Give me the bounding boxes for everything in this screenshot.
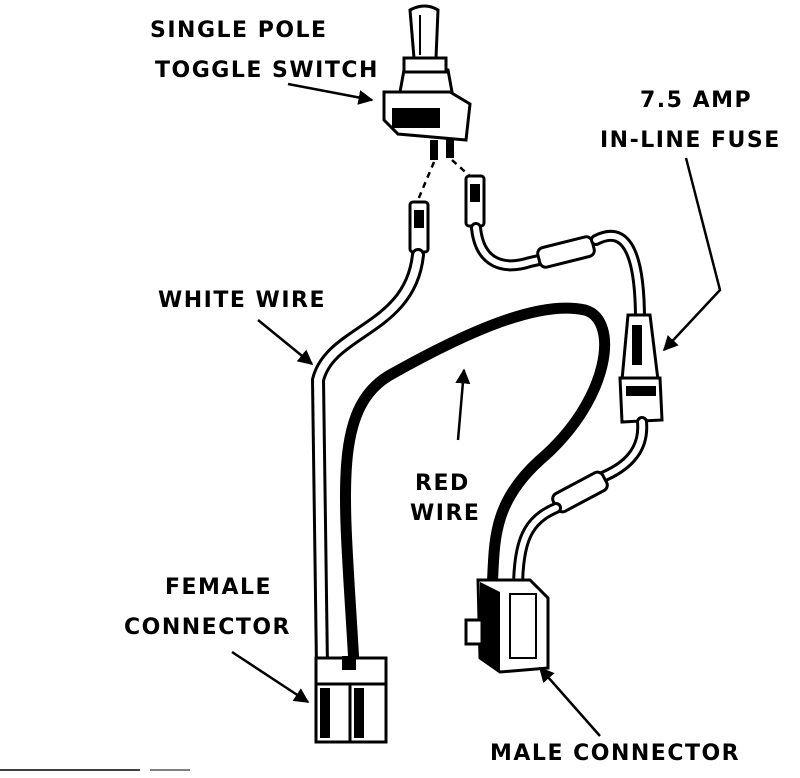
- pointer-arrows: [231, 82, 722, 737]
- inline-fuse-holder: [512, 313, 664, 596]
- red-wire-label-line1: RED: [415, 471, 470, 496]
- red-wire-label-line2: WIRE: [410, 501, 480, 526]
- toggle-switch: [382, 4, 472, 160]
- red-wire-label: RED WIRE: [410, 471, 480, 526]
- fuse-pointer-arrow: [662, 157, 722, 352]
- female-connector-pointer-arrow: [231, 650, 310, 704]
- female-connector-label-line1: FEMALE: [165, 575, 272, 600]
- female-connector: [314, 656, 388, 744]
- red-wire-pointer-arrow: [455, 368, 471, 441]
- female-connector-label-line2: CONNECTOR: [124, 615, 291, 640]
- red-wire: [339, 302, 610, 671]
- fuse-wire-upper: [470, 222, 646, 326]
- male-connector-pointer-arrow: [539, 666, 601, 737]
- switch-dashed-connections: [416, 159, 473, 201]
- white-wire: [310, 248, 425, 675]
- fuse-label-line1: 7.5 AMP: [640, 88, 752, 113]
- female-connector-label: FEMALE CONNECTOR: [124, 575, 291, 640]
- switch-label-line2: TOGGLE SWITCH: [155, 58, 379, 83]
- fuse-label: 7.5 AMP IN-LINE FUSE: [600, 88, 781, 153]
- switch-pointer-arrow: [287, 82, 374, 105]
- switch-label-line1: SINGLE POLE: [150, 18, 328, 43]
- fuse-label-line2: IN-LINE FUSE: [600, 128, 781, 153]
- spade-terminal-white: [408, 200, 430, 254]
- spade-terminal-fuse: [464, 174, 486, 228]
- switch-label: SINGLE POLE TOGGLE SWITCH: [150, 18, 379, 83]
- male-connector-label: MALE CONNECTOR: [490, 741, 740, 766]
- white-wire-pointer-arrow: [257, 319, 314, 365]
- white-wire-label: WHITE WIRE: [158, 288, 326, 313]
- male-connector: [464, 578, 550, 674]
